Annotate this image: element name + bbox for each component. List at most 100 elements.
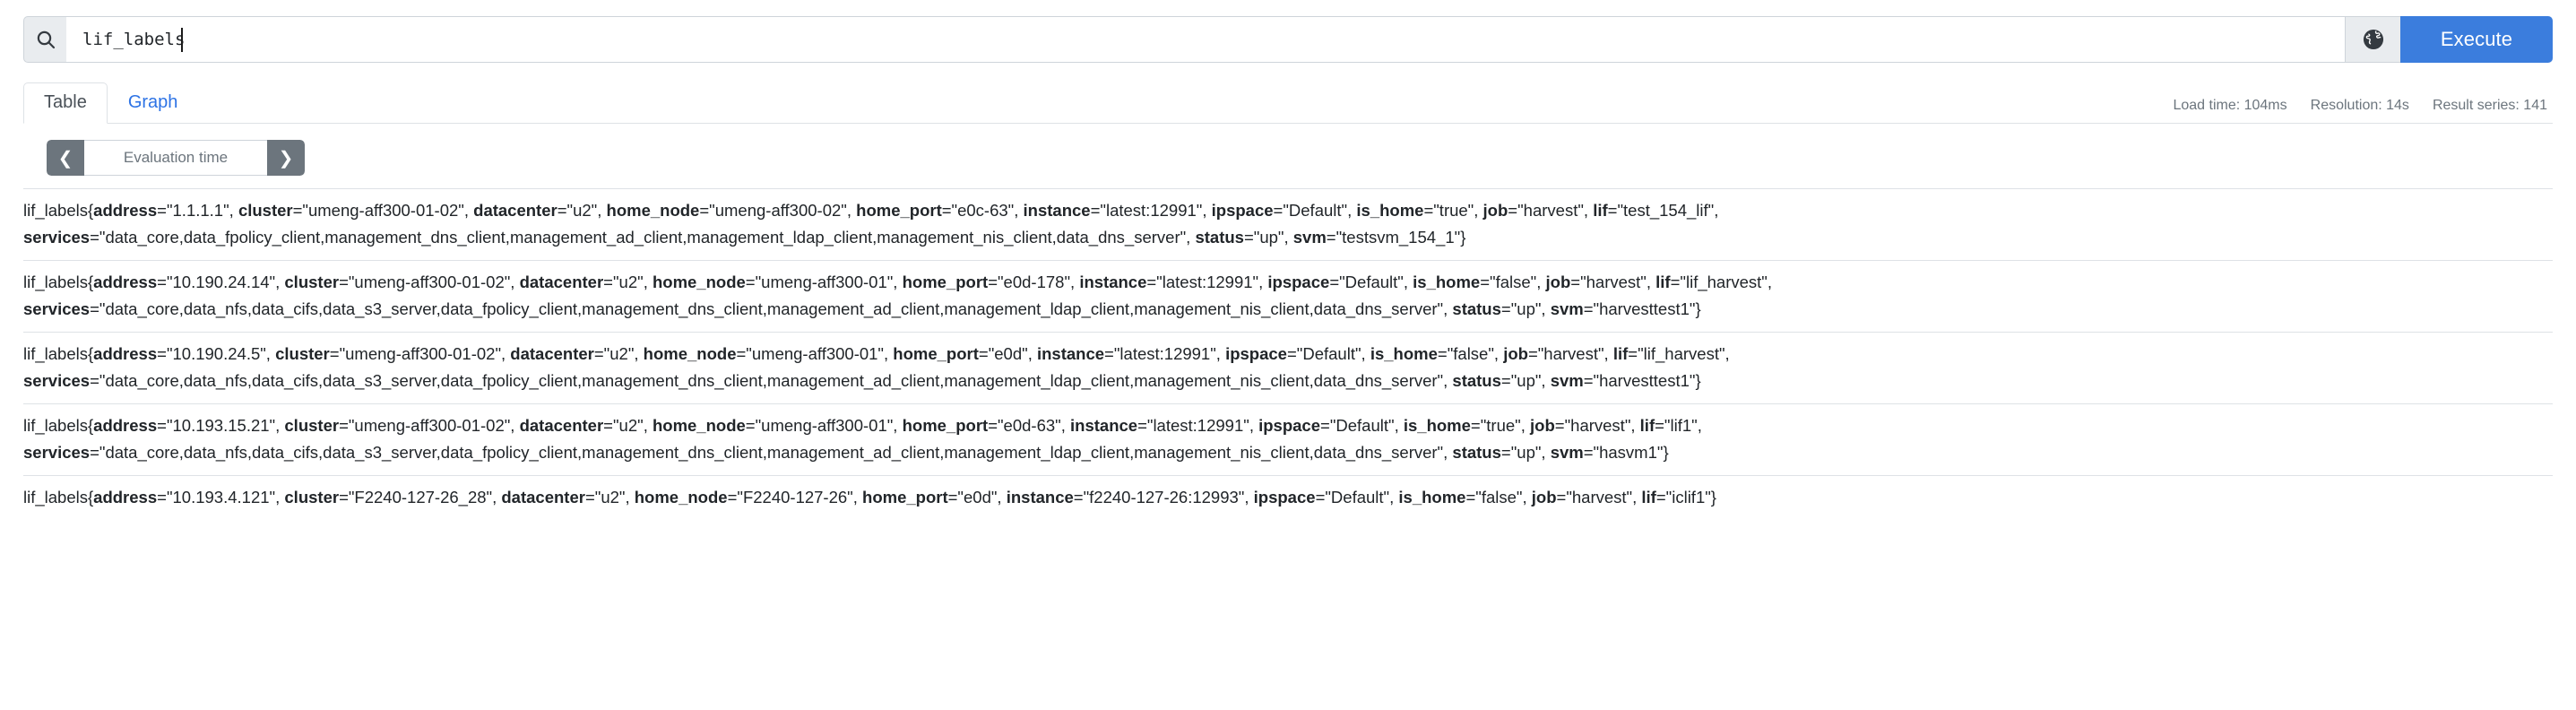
label-value: ="u2", [593, 344, 644, 363]
label-key: lif [1593, 201, 1608, 220]
label-key: ipspace [1258, 416, 1321, 435]
label-key: cluster [238, 201, 293, 220]
label-key: job [1545, 273, 1571, 291]
label-key: job [1530, 416, 1555, 435]
evaluation-time-placeholder: Evaluation time [123, 149, 229, 166]
result-view-tabs-row: Table Graph Load time: 104ms Resolution:… [23, 82, 2553, 124]
query-stats: Load time: 104ms Resolution: 14s Result … [2173, 98, 2553, 123]
series-label-set: lif_labels{address="10.190.24.5", cluste… [23, 341, 2553, 394]
label-key: services [23, 443, 91, 462]
label-value: ="F2240-127-26_28", [339, 488, 502, 507]
label-value: ="false", [1480, 273, 1546, 291]
label-key: svm [1292, 228, 1327, 247]
label-key: svm [1550, 299, 1584, 318]
label-value: ="Default", [1286, 344, 1370, 363]
label-value: ="up", [1500, 371, 1551, 390]
label-key: ipspace [1225, 344, 1287, 363]
label-value: ="umeng-aff300-01", [745, 273, 903, 291]
label-value: ="harvest", [1527, 344, 1613, 363]
label-value: ="harvesttest1"} [1583, 371, 1701, 390]
label-value: ="u2", [603, 416, 653, 435]
evaluation-time-group: ❮ Evaluation time ❯ [47, 140, 305, 176]
label-value: ="Default", [1273, 201, 1357, 220]
label-key: is_home [1356, 201, 1424, 220]
globe-icon[interactable] [2345, 16, 2400, 63]
table-row: lif_labels{address="10.193.4.121", clust… [23, 475, 2553, 520]
label-value: ="latest:12991", [1146, 273, 1268, 291]
label-value: ="data_core,data_fpolicy_client,manageme… [90, 228, 1196, 247]
label-value: ="data_core,data_nfs,data_cifs,data_s3_s… [90, 443, 1453, 462]
label-value: ="10.190.24.5", [157, 344, 276, 363]
evaluation-time-input[interactable]: Evaluation time [84, 140, 267, 176]
tab-table[interactable]: Table [23, 82, 108, 124]
label-key: status [1452, 443, 1501, 462]
label-value: ="iclif1"} [1655, 488, 1716, 507]
expression-input-wrapper[interactable] [66, 16, 2345, 63]
label-value: ="lif_harvest", [1628, 344, 1730, 363]
label-key: home_port [893, 344, 979, 363]
execute-button[interactable]: Execute [2400, 16, 2553, 63]
chevron-left-icon[interactable]: ❮ [47, 140, 84, 176]
label-key: is_home [1398, 488, 1466, 507]
label-value: ="10.190.24.14", [157, 273, 285, 291]
label-key: datacenter [501, 488, 585, 507]
label-value: ="harvest", [1556, 488, 1642, 507]
result-series-stat: Result series: 141 [2432, 98, 2547, 113]
label-value: ="data_core,data_nfs,data_cifs,data_s3_s… [90, 299, 1453, 318]
label-key: instance [1070, 416, 1138, 435]
label-key: job [1503, 344, 1528, 363]
label-key: ipspace [1211, 201, 1274, 220]
label-key: svm [1550, 371, 1584, 390]
label-key: datacenter [510, 344, 594, 363]
label-key: lif [1639, 416, 1655, 435]
table-row: lif_labels{address="10.193.15.21", clust… [23, 403, 2553, 475]
label-key: cluster [284, 488, 340, 507]
label-key: address [93, 201, 158, 220]
label-key: instance [1036, 344, 1105, 363]
tab-graph[interactable]: Graph [127, 92, 178, 112]
prometheus-expression-browser: Execute Table Graph Load time: 104ms Res… [0, 16, 2576, 710]
label-key: status [1195, 228, 1244, 247]
label-key: home_port [856, 201, 942, 220]
label-key: address [93, 416, 158, 435]
label-value: ="false", [1437, 344, 1504, 363]
label-key: services [23, 228, 91, 247]
table-row: lif_labels{address="10.190.24.5", cluste… [23, 332, 2553, 403]
label-value: ="e0c-63", [941, 201, 1024, 220]
label-value: ="up", [1243, 228, 1293, 247]
label-value: ="harvest", [1554, 416, 1640, 435]
label-key: home_port [902, 416, 989, 435]
label-value: ="Default", [1315, 488, 1399, 507]
metric-name: lif_labels{ [23, 201, 94, 220]
label-key: address [93, 488, 158, 507]
label-value: ="e0d-63", [988, 416, 1071, 435]
label-key: job [1531, 488, 1557, 507]
label-key: instance [1079, 273, 1147, 291]
label-value: ="data_core,data_nfs,data_cifs,data_s3_s… [90, 371, 1453, 390]
label-value: ="harvest", [1570, 273, 1656, 291]
label-value: ="umeng-aff300-01-02", [339, 416, 520, 435]
chevron-right-icon[interactable]: ❯ [267, 140, 305, 176]
series-label-set: lif_labels{address="10.190.24.14", clust… [23, 269, 2553, 323]
metric-name: lif_labels{ [23, 488, 94, 507]
label-key: is_home [1370, 344, 1438, 363]
label-key: datacenter [473, 201, 558, 220]
label-key: address [93, 273, 158, 291]
result-view-tabs: Table Graph [23, 82, 198, 124]
label-value: ="umeng-aff300-01", [736, 344, 894, 363]
label-value: ="up", [1500, 443, 1551, 462]
label-key: services [23, 299, 91, 318]
label-key: is_home [1403, 416, 1471, 435]
table-row: lif_labels{address="10.190.24.14", clust… [23, 260, 2553, 332]
label-key: instance [1023, 201, 1091, 220]
label-value: ="10.193.15.21", [157, 416, 285, 435]
metric-name: lif_labels{ [23, 273, 94, 291]
metric-name: lif_labels{ [23, 344, 94, 363]
label-value: ="e0d", [978, 344, 1037, 363]
search-input[interactable] [66, 29, 2345, 50]
label-key: job [1482, 201, 1508, 220]
label-value: ="u2", [584, 488, 635, 507]
label-key: datacenter [519, 273, 604, 291]
label-value: ="up", [1500, 299, 1551, 318]
label-key: datacenter [519, 416, 604, 435]
